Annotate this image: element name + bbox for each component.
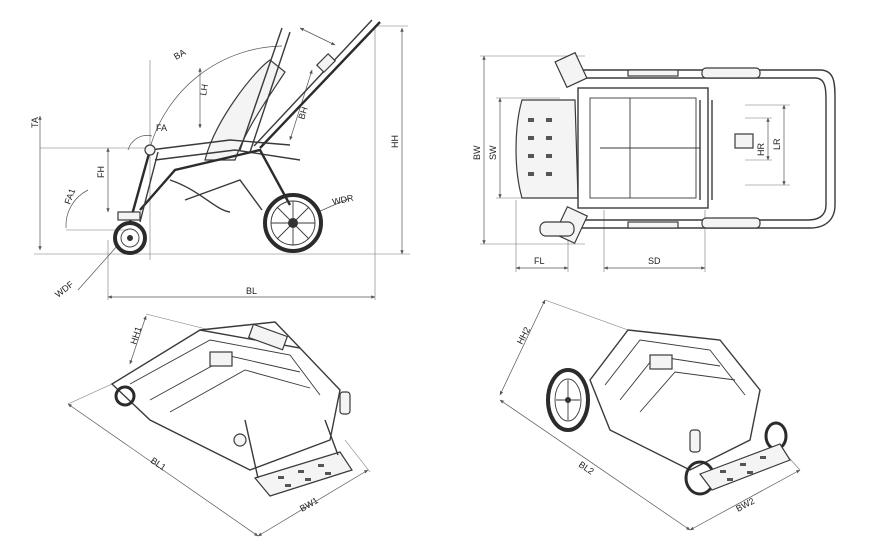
label-sw: SW xyxy=(488,145,498,160)
label-lr: LR xyxy=(772,138,782,150)
label-fh: FH xyxy=(96,166,106,178)
bw1-dimension-line xyxy=(257,469,369,537)
bl1-dimension-line xyxy=(67,403,259,537)
label-bl: BL xyxy=(246,286,257,296)
label-bl1: BL1 xyxy=(149,455,168,472)
push-handle xyxy=(259,21,381,149)
label-hh: HH xyxy=(390,135,400,148)
label-ta: TA xyxy=(30,117,40,128)
backrest xyxy=(204,59,286,161)
label-hh2: HH2 xyxy=(515,325,532,346)
label-wdr: WDR xyxy=(331,193,355,207)
footplate-folded-1 xyxy=(253,451,353,497)
side-view: BA LH BH TA FA FH FA1 HH WDR WDF BL xyxy=(30,19,410,300)
label-fa1: FA1 xyxy=(62,187,77,205)
label-fl: FL xyxy=(534,256,545,266)
label-bw: BW xyxy=(472,145,482,160)
hh2-dimension-line xyxy=(499,299,546,396)
folded-frame-2 xyxy=(589,329,761,471)
top-view: BW SW HR LR FL SD xyxy=(472,51,836,272)
seat-frame xyxy=(577,87,709,209)
rear-wheel xyxy=(263,193,323,253)
footplate xyxy=(515,99,579,199)
label-fa: FA xyxy=(156,123,167,133)
label-bw2: BW2 xyxy=(734,496,756,514)
front-wheel xyxy=(113,221,147,255)
hh1-dimension-line xyxy=(129,315,147,365)
label-bh: BH xyxy=(296,106,309,121)
label-wdf: WDF xyxy=(53,279,76,300)
bl2-dimension-line xyxy=(499,399,691,531)
footplate-folded-2 xyxy=(699,443,791,491)
folded-frame-1 xyxy=(110,329,341,471)
label-ba: BA xyxy=(172,47,187,62)
label-hr: HR xyxy=(756,143,766,156)
label-lh: LH xyxy=(198,83,210,96)
bw2-dimension-line xyxy=(689,469,801,531)
label-sd: SD xyxy=(648,256,661,266)
label-bl2: BL2 xyxy=(577,459,596,476)
folded-view-rear: HH2 BL2 BW2 xyxy=(499,299,801,531)
folded-view-front: HH1 BL1 BW1 xyxy=(67,313,371,537)
folded-rear-wheel xyxy=(546,368,590,432)
label-bw1: BW1 xyxy=(298,495,320,513)
label-hh1: HH1 xyxy=(128,325,143,345)
chassis xyxy=(139,148,292,211)
